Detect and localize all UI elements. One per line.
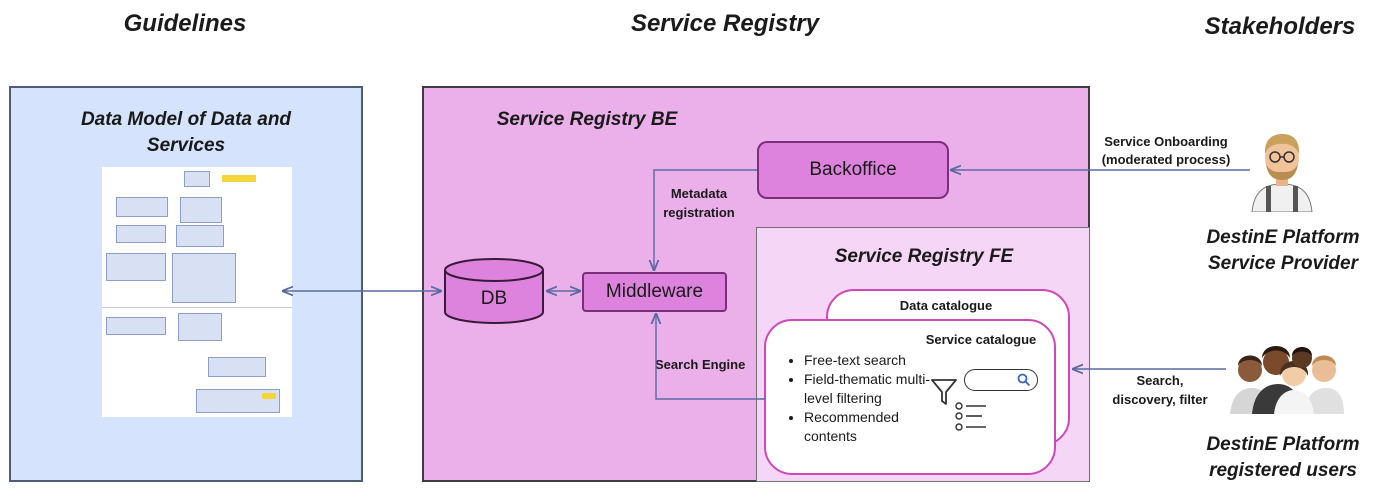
guidelines-column-title: Guidelines (123, 10, 247, 37)
data-catalogue-label: Data catalogue (899, 298, 993, 313)
search-discovery-label: Search, discovery, filter (1100, 371, 1220, 409)
metadata-registration-label: Metadata registration (654, 184, 744, 222)
registered-users-label: DestinE Platform registered users (1193, 432, 1373, 484)
data-model-title-line1: Data Model of Data and (80, 109, 292, 130)
thumb-divider (102, 307, 292, 308)
provider-line2: Service Provider (1208, 253, 1358, 274)
data-model-thumbnail (102, 167, 292, 417)
registered-users-avatar (1230, 346, 1344, 414)
users-line2: registered users (1209, 460, 1357, 481)
backoffice-node[interactable]: Backoffice (757, 141, 949, 199)
service-registry-column-title: Service Registry (630, 10, 820, 37)
search-icon (1017, 373, 1031, 387)
feature-item: Free-text search (804, 351, 944, 370)
thumb-box (180, 197, 222, 223)
search-line2: discovery, filter (1112, 392, 1208, 407)
metadata-line2: registration (663, 205, 735, 220)
service-provider-avatar (1251, 134, 1313, 212)
service-catalogue-card[interactable]: Service catalogue Free-text search Field… (764, 319, 1056, 475)
users-line1: DestinE Platform (1206, 434, 1360, 455)
search-engine-label: Search Engine (655, 357, 746, 372)
thumb-box (208, 357, 266, 377)
thumb-box (176, 225, 224, 247)
onboarding-line2: (moderated process) (1101, 152, 1231, 167)
service-provider-label: DestinE Platform Service Provider (1193, 225, 1373, 277)
thumb-box (106, 253, 166, 281)
provider-line1: DestinE Platform (1206, 227, 1360, 248)
metadata-line1: Metadata (670, 186, 728, 201)
thumb-box (116, 225, 166, 243)
service-registry-fe-title: Service Registry FE (834, 246, 1014, 267)
service-registry-be-title: Service Registry BE (496, 109, 678, 130)
middleware-node[interactable]: Middleware (582, 272, 727, 312)
thumb-highlight (262, 393, 276, 399)
feature-item: Field-thematic multi-level filtering (804, 370, 944, 408)
feature-item: Recommended contents (804, 408, 944, 446)
data-model-title-line2: Services (146, 135, 226, 156)
thumb-box (106, 317, 166, 335)
service-catalogue-label: Service catalogue (925, 332, 1037, 347)
thumb-box (184, 171, 210, 187)
thumb-box (178, 313, 222, 341)
stakeholders-column-title: Stakeholders (1204, 13, 1356, 40)
db-cylinder[interactable] (443, 258, 545, 326)
thumb-box (116, 197, 168, 217)
thumb-highlight (222, 175, 256, 182)
db-label: DB (480, 288, 508, 309)
filter-icon (931, 379, 957, 405)
data-model-title: Data Model of Data and Services (11, 107, 361, 159)
options-list-icon (955, 402, 986, 431)
guidelines-panel: Data Model of Data and Services (9, 86, 363, 482)
search-line1: Search, (1136, 373, 1184, 388)
onboarding-line1: Service Onboarding (1104, 134, 1228, 149)
thumb-box (172, 253, 236, 303)
feature-list: Free-text search Field-thematic multi-le… (782, 351, 944, 446)
search-bar-widget[interactable] (964, 369, 1038, 391)
service-onboarding-label: Service Onboarding (moderated process) (1096, 133, 1236, 169)
